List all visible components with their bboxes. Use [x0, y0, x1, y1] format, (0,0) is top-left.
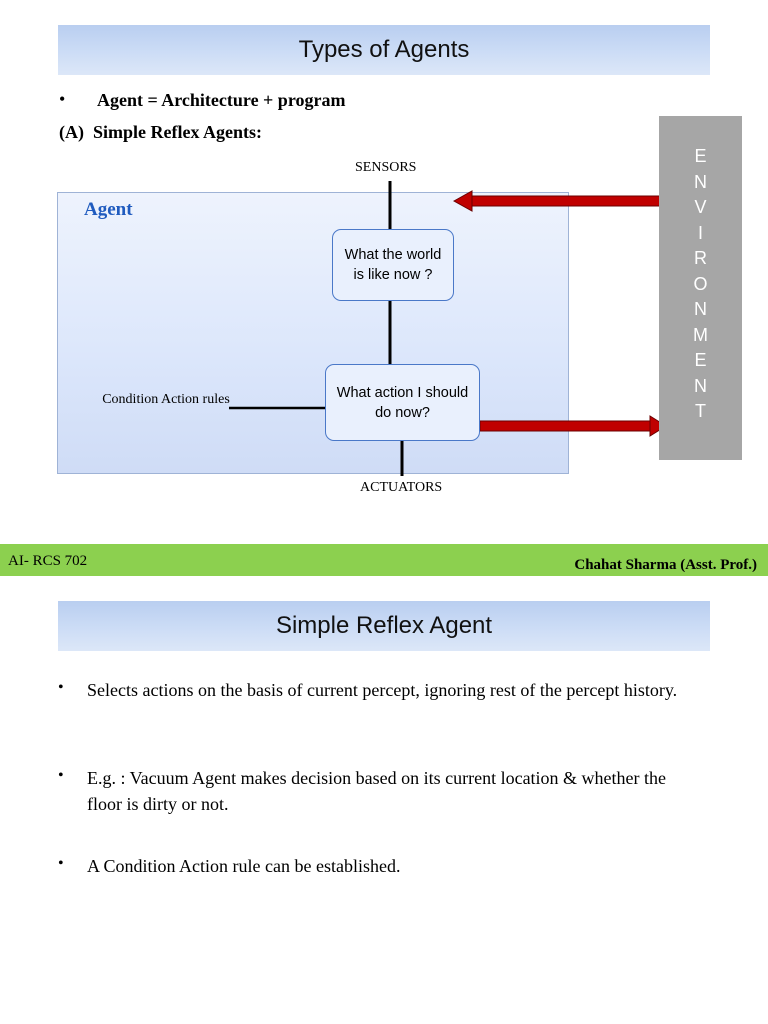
- course-code: AI- RCS 702: [8, 553, 88, 569]
- author-credit: Chahat Sharma (Asst. Prof.): [574, 557, 757, 573]
- subheading-simple-reflex: (A) Simple Reflex Agents:: [59, 122, 262, 142]
- bullet-dot: •: [59, 89, 66, 109]
- environment-letter: E: [694, 350, 707, 370]
- bullet-dot: •: [58, 679, 64, 696]
- bullet-condition-action-rule: A Condition Action rule can be establish…: [87, 856, 401, 876]
- environment-letter: I: [697, 222, 703, 243]
- environment-letter: V: [694, 197, 707, 217]
- environment-letter: N: [694, 171, 707, 192]
- slide2-title: Simple Reflex Agent: [58, 601, 710, 651]
- slide1-title: Types of Agents: [58, 25, 710, 75]
- actuators-label: ACTUATORS: [360, 480, 443, 495]
- agent-definition: Agent = Architecture + program: [97, 90, 346, 110]
- node-action-decision: What action I should do now?: [325, 364, 480, 441]
- environment-letter: R: [694, 248, 707, 268]
- sensors-label: SENSORS: [355, 160, 417, 175]
- environment-letter: N: [694, 299, 707, 319]
- environment-letter: T: [695, 401, 706, 421]
- bullet-vacuum-example: E.g. : Vacuum Agent makes decision based…: [87, 768, 667, 814]
- environment-letter: N: [694, 375, 707, 396]
- footer-bar: AI- RCS 702 Chahat Sharma (Asst. Prof.): [0, 544, 768, 576]
- environment-letter: O: [693, 273, 708, 294]
- environment-letter: E: [694, 146, 707, 166]
- environment-letter: M: [693, 324, 708, 345]
- agent-label: Agent: [84, 199, 133, 220]
- node-world-state: What the world is like now ?: [332, 229, 454, 301]
- agent-box: [57, 192, 569, 474]
- condition-action-rules-label: Condition Action rules: [102, 392, 230, 407]
- bullet-dot: •: [58, 767, 64, 784]
- bullet-dot: •: [58, 855, 64, 872]
- bullet-selects-actions: Selects actions on the basis of current …: [87, 680, 678, 700]
